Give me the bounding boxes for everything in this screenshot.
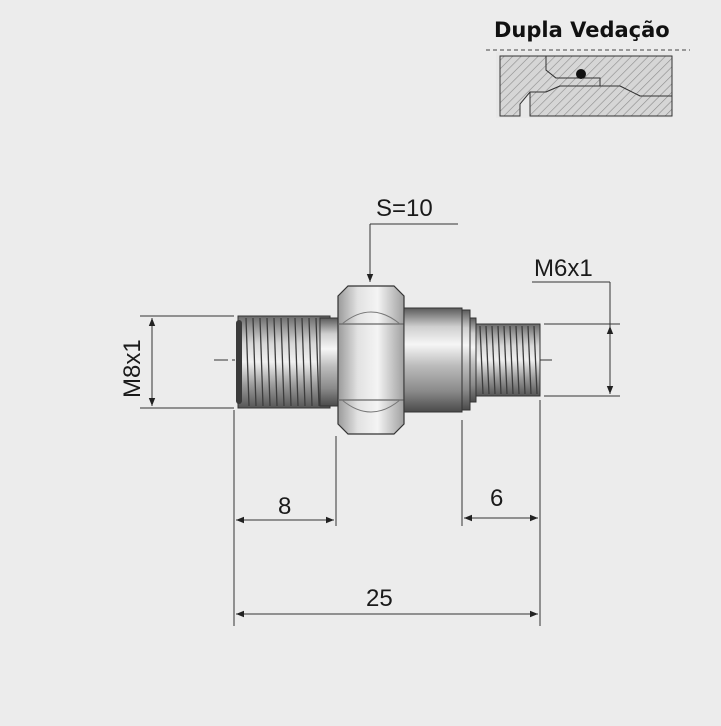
thread-left-label: M8x1: [119, 339, 146, 398]
thread-line: [479, 325, 484, 395]
thread-line: [491, 325, 496, 395]
thread-line: [533, 325, 538, 395]
hex-size-label: S=10: [376, 195, 433, 222]
thread-line: [308, 317, 313, 407]
thread-line: [515, 325, 520, 395]
thread-line: [315, 317, 320, 407]
thread-line: [485, 325, 490, 395]
o-ring-icon: [576, 69, 586, 79]
section-title: Dupla Vedação: [494, 18, 670, 42]
thread-line: [527, 325, 532, 395]
left-thread-m8: [236, 315, 339, 409]
dimension-lines: [140, 223, 620, 626]
body-cylinder: [403, 307, 477, 413]
thread-line: [259, 317, 264, 407]
thread-line: [273, 317, 278, 407]
dim-left-label: 8: [278, 493, 291, 520]
thread-line: [301, 317, 306, 407]
thread-line: [287, 317, 292, 407]
right-thread-lines: [479, 325, 538, 395]
thread-line: [497, 325, 502, 395]
left-thread-lines: [245, 317, 320, 407]
thread-line: [245, 317, 250, 407]
thread-right-label: M6x1: [534, 255, 593, 282]
thread-line: [266, 317, 271, 407]
right-thread-m6: [475, 323, 541, 397]
thread-line: [509, 325, 514, 395]
thread-line: [280, 317, 285, 407]
thread-line: [252, 317, 257, 407]
thread-line: [294, 317, 299, 407]
thread-line: [521, 325, 526, 395]
seal-detail-inset: [486, 49, 690, 118]
dim-total-label: 25: [366, 585, 393, 612]
dim-right-label: 6: [490, 485, 503, 512]
hex-nut: [337, 285, 405, 435]
thread-line: [503, 325, 508, 395]
